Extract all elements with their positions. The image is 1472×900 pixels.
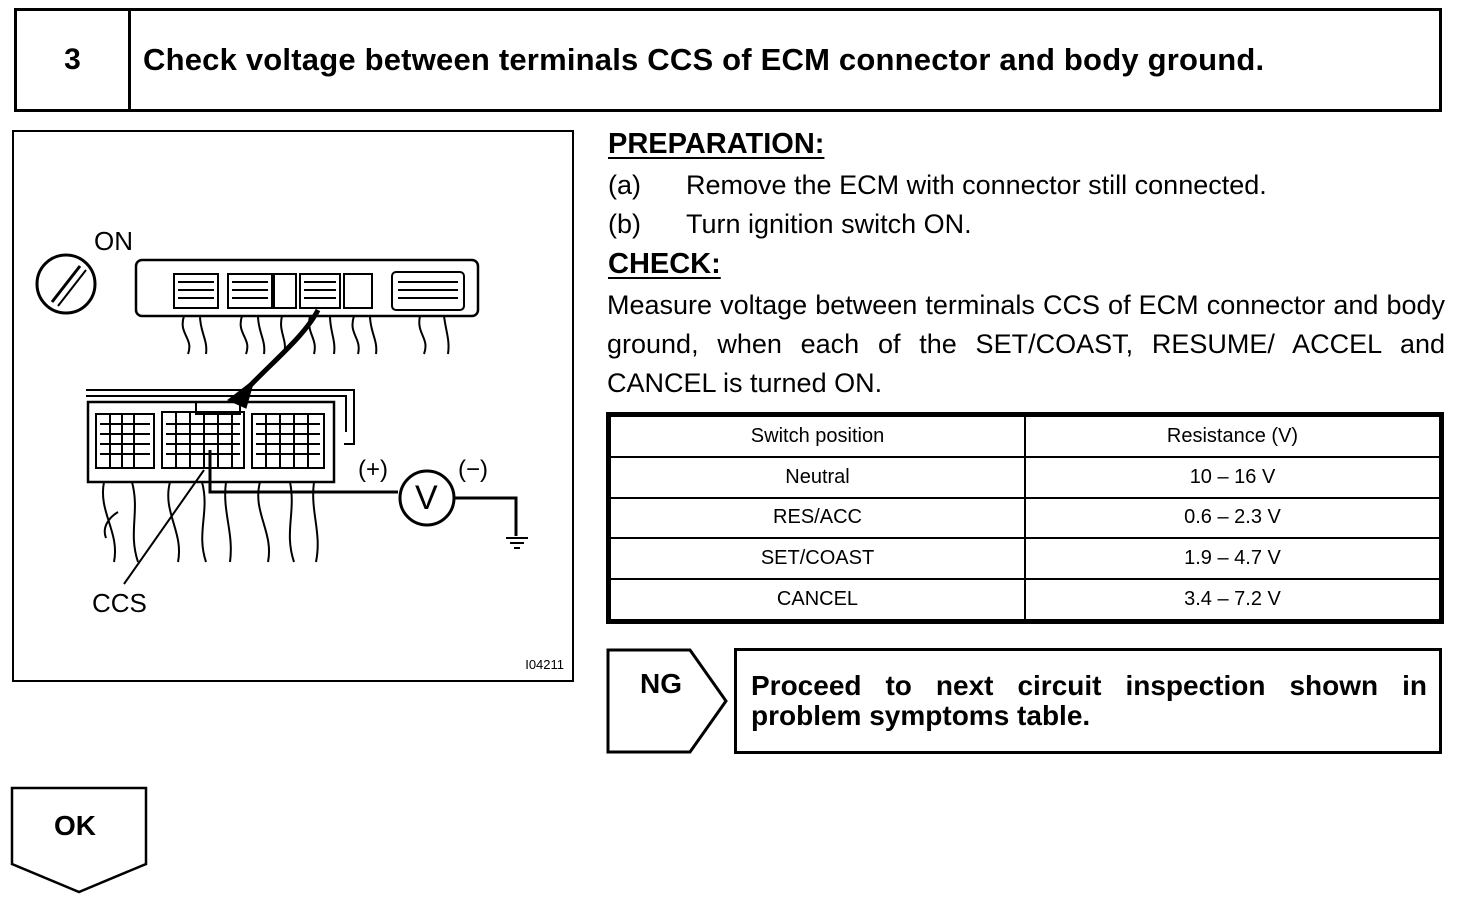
ecm-unit-drawing xyxy=(134,258,480,355)
ok-label: OK xyxy=(54,810,96,841)
column-header: Resistance (V) xyxy=(1024,415,1441,458)
table-row: SET/COAST 1.9 – 4.7 V xyxy=(609,537,1441,581)
table-cell: 0.6 – 2.3 V xyxy=(1024,496,1441,540)
ignition-switch-icon xyxy=(35,253,97,315)
item-text: Remove the ECM with connector still conn… xyxy=(686,170,1267,200)
item-text: Turn ignition switch ON. xyxy=(686,209,972,239)
table-cell: RES/ACC xyxy=(609,496,1026,540)
table-cell: SET/COAST xyxy=(609,537,1026,581)
ng-instruction-box: Proceed to next circuit inspection shown… xyxy=(734,648,1442,754)
preparation-item-a: (a) Remove the ECM with connector still c… xyxy=(608,170,1267,201)
table-cell: 3.4 – 7.2 V xyxy=(1024,578,1441,621)
ng-arrow-tag xyxy=(606,648,728,754)
ccs-terminal-label: CCS xyxy=(92,588,147,618)
figure-id: I04211 xyxy=(525,657,564,672)
step-title: Check voltage between terminals CCS of E… xyxy=(143,42,1265,77)
column-header: Switch position xyxy=(609,415,1026,458)
table-row: RES/ACC 0.6 – 2.3 V xyxy=(609,496,1441,540)
table-row: CANCEL 3.4 – 7.2 V xyxy=(609,578,1441,621)
item-key: (a) xyxy=(608,170,641,200)
table-cell: Neutral xyxy=(609,455,1026,499)
check-instructions: Measure voltage between terminals CCS of… xyxy=(607,290,1445,398)
probe-minus-label: (−) xyxy=(458,456,488,483)
ignition-on-label: ON xyxy=(94,226,133,256)
item-key: (b) xyxy=(608,209,641,239)
ecm-connector-illustration xyxy=(35,253,528,585)
table-cell: 1.9 – 4.7 V xyxy=(1024,537,1441,581)
preparation-heading: PREPARATION: xyxy=(608,128,825,160)
ground-icon xyxy=(506,537,528,549)
step-header: 3 Check voltage between terminals CCS of… xyxy=(14,8,1442,112)
table-header-row: Switch position Resistance (V) xyxy=(609,415,1441,458)
probe-plus-label: (+) xyxy=(358,456,388,483)
preparation-item-b: (b) Turn ignition switch ON. xyxy=(608,209,972,240)
table-row: Neutral 10 – 16 V xyxy=(609,455,1441,499)
ng-label: NG xyxy=(640,668,682,699)
table-cell: 10 – 16 V xyxy=(1024,455,1441,499)
check-heading: CHECK: xyxy=(608,248,721,280)
ok-arrow-tag xyxy=(10,786,148,894)
step-number: 3 xyxy=(17,11,131,109)
enlarged-connector-drawing xyxy=(86,389,355,563)
voltage-spec-table: Switch position Resistance (V) Neutral 1… xyxy=(606,412,1444,624)
table-cell: CANCEL xyxy=(609,578,1026,621)
voltmeter-symbol: V xyxy=(415,479,438,517)
wiring-figure: ON CCS (+) (−) V I04211 xyxy=(12,130,574,682)
